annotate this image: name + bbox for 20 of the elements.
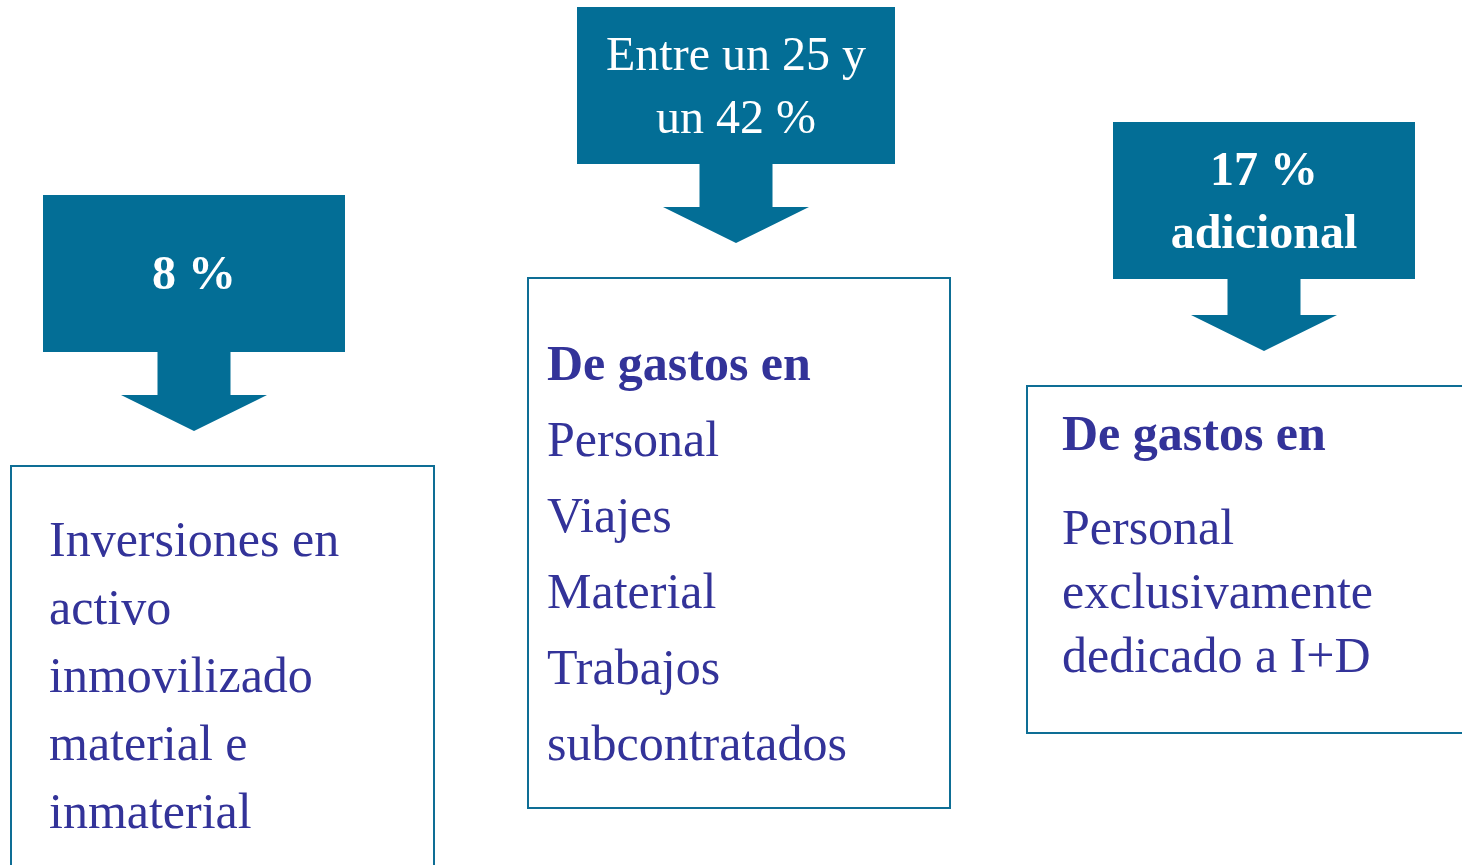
box-heading: De gastos en [1062,404,1327,463]
box-heading: De gastos en [547,334,812,393]
text-box [10,465,435,865]
block-arrow [121,352,267,431]
box-text: Viajes [547,486,673,545]
percentage-label: 17 % adicional [1169,141,1359,260]
text-box [527,277,951,809]
percentage-label: Entre un 25 y un 42 % [605,26,867,145]
callout-box [43,195,345,352]
block-arrow [663,164,809,243]
block-arrow [1191,279,1337,351]
box-text: Material [547,562,718,621]
box-text: Personal exclusivamente dedicado a I+D [1062,498,1374,685]
text-box [1026,385,1462,734]
callout-box [577,7,895,164]
callout-box [1113,122,1415,279]
percentage-label: 8 % [152,245,236,302]
box-text: Trabajos subcontratados [547,638,848,773]
box-text: Personal [547,410,721,469]
box-text: Inversiones en activo inmovilizado material e inmaterial [49,510,341,841]
